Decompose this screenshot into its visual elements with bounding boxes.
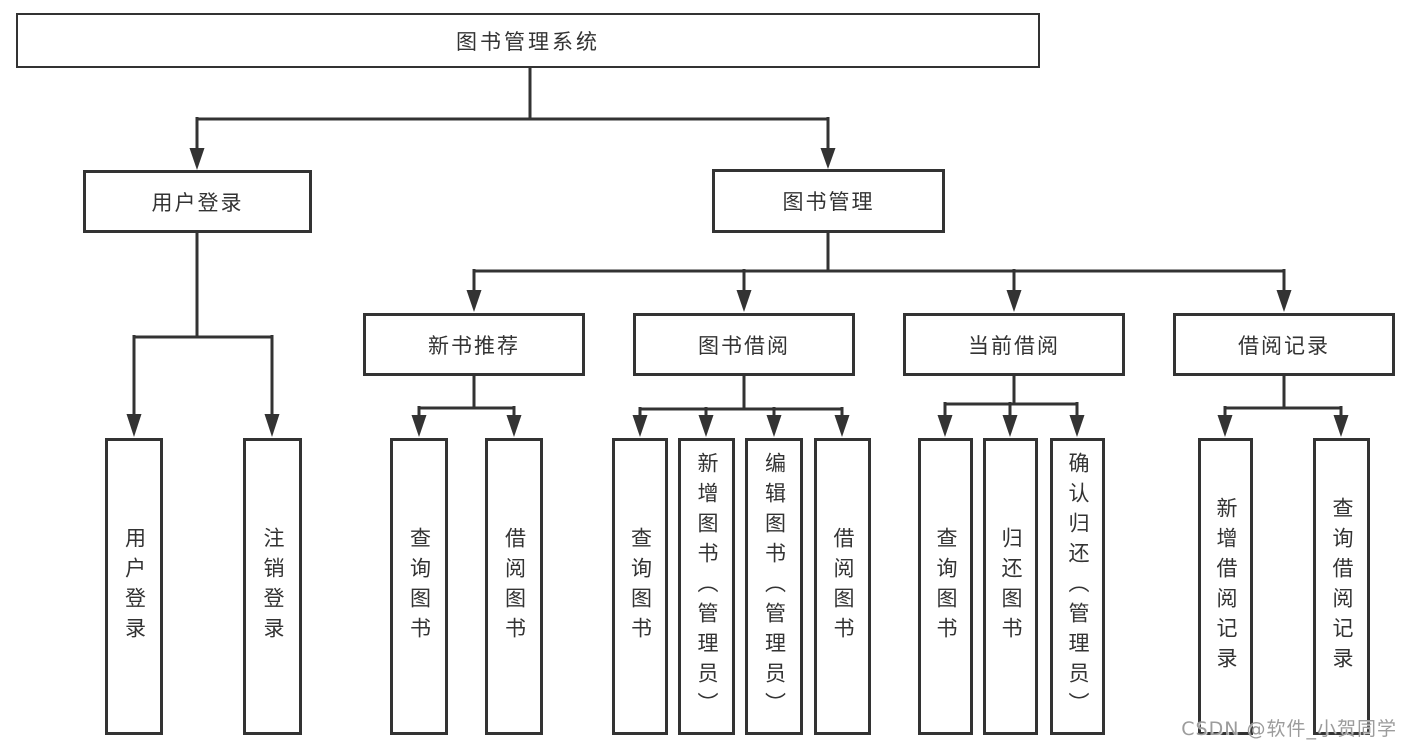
- edge-current-borrow-to-children: [937, 374, 1085, 437]
- leaf-borrow-query: 查询图书: [612, 438, 668, 735]
- leaf-record-query: 查询借阅记录: [1313, 438, 1370, 735]
- arrowhead-icon: [698, 415, 714, 437]
- leaf-current-query-label: 查询图书: [934, 526, 958, 647]
- leaf-borrow-query-label: 查询图书: [628, 526, 653, 647]
- leaf-current-confirm-label: 确认归还（管理员）: [1066, 451, 1090, 722]
- leaf-newbook-query: 查询图书: [390, 438, 448, 735]
- node-current-borrow: 当前借阅: [903, 313, 1125, 376]
- leaf-borrow-add-label: 新增图书（管理员）: [695, 451, 719, 722]
- leaf-logout-login: 注销登录: [243, 438, 302, 735]
- node-new-book: 新书推荐: [363, 313, 585, 376]
- edge-new-book-to-children: [411, 374, 522, 437]
- leaf-record-add-label: 新增借阅记录: [1214, 496, 1238, 677]
- arrowhead-icon: [820, 148, 836, 169]
- leaf-user-login-label: 用户登录: [122, 526, 147, 647]
- arrowhead-icon: [189, 148, 205, 170]
- node-book-borrow: 图书借阅: [633, 313, 855, 376]
- node-user-login: 用户登录: [83, 170, 312, 233]
- arrowhead-icon: [937, 415, 953, 437]
- node-new-book-label: 新书推荐: [428, 333, 520, 358]
- arrowhead-icon: [466, 290, 482, 312]
- leaf-current-return-label: 归还图书: [999, 526, 1023, 647]
- arrowhead-icon: [1276, 290, 1292, 312]
- node-book-borrow-label: 图书借阅: [698, 333, 790, 358]
- arrowhead-icon: [264, 414, 280, 437]
- arrowhead-icon: [1006, 290, 1022, 312]
- leaf-borrow-edit: 编辑图书（管理员）: [745, 438, 803, 735]
- leaf-current-query: 查询图书: [918, 438, 973, 735]
- csdn-watermark: CSDN @软件_小贺同学: [1181, 718, 1397, 740]
- edge-borrow-record-to-children: [1217, 374, 1349, 437]
- leaf-borrow-borrow: 借阅图书: [814, 438, 871, 735]
- leaf-record-add: 新增借阅记录: [1198, 438, 1253, 735]
- node-root: 图书管理系统: [16, 13, 1040, 68]
- node-root-label: 图书管理系统: [456, 29, 600, 54]
- edge-book-mgmt-to-level3: [466, 231, 1292, 312]
- leaf-newbook-query-label: 查询图书: [407, 526, 432, 647]
- node-borrow-record: 借阅记录: [1173, 313, 1395, 376]
- arrowhead-icon: [1217, 415, 1233, 437]
- leaf-borrow-add: 新增图书（管理员）: [678, 438, 735, 735]
- arrowhead-icon: [506, 415, 522, 437]
- arrowhead-icon: [1333, 415, 1349, 437]
- arrowhead-icon: [766, 415, 782, 437]
- arrowhead-icon: [632, 415, 648, 437]
- arrowhead-icon: [1069, 415, 1085, 437]
- leaf-user-login: 用户登录: [105, 438, 163, 735]
- arrowhead-icon: [834, 415, 850, 437]
- arrowhead-icon: [411, 415, 427, 437]
- leaf-newbook-borrow: 借阅图书: [485, 438, 543, 735]
- node-book-mgmt-label: 图书管理: [782, 190, 875, 214]
- arrowhead-icon: [126, 414, 142, 437]
- node-user-login-label: 用户登录: [151, 190, 244, 215]
- arrowhead-icon: [1002, 415, 1018, 437]
- leaf-record-query-label: 查询借阅记录: [1330, 496, 1354, 677]
- leaf-current-confirm: 确认归还（管理员）: [1050, 438, 1105, 735]
- leaf-newbook-borrow-label: 借阅图书: [502, 526, 527, 647]
- edge-root-to-level2: [189, 66, 836, 170]
- edge-user-login-to-children: [126, 231, 280, 437]
- arrowhead-icon: [736, 290, 752, 312]
- node-current-borrow-label: 当前借阅: [968, 333, 1060, 358]
- leaf-borrow-borrow-label: 借阅图书: [831, 526, 855, 647]
- node-borrow-record-label: 借阅记录: [1238, 333, 1330, 358]
- edge-book-borrow-to-children: [632, 374, 850, 437]
- leaf-borrow-edit-label: 编辑图书（管理员）: [762, 451, 787, 722]
- leaf-logout-login-label: 注销登录: [261, 526, 285, 647]
- node-book-mgmt: 图书管理: [712, 169, 945, 233]
- leaf-current-return: 归还图书: [983, 438, 1038, 735]
